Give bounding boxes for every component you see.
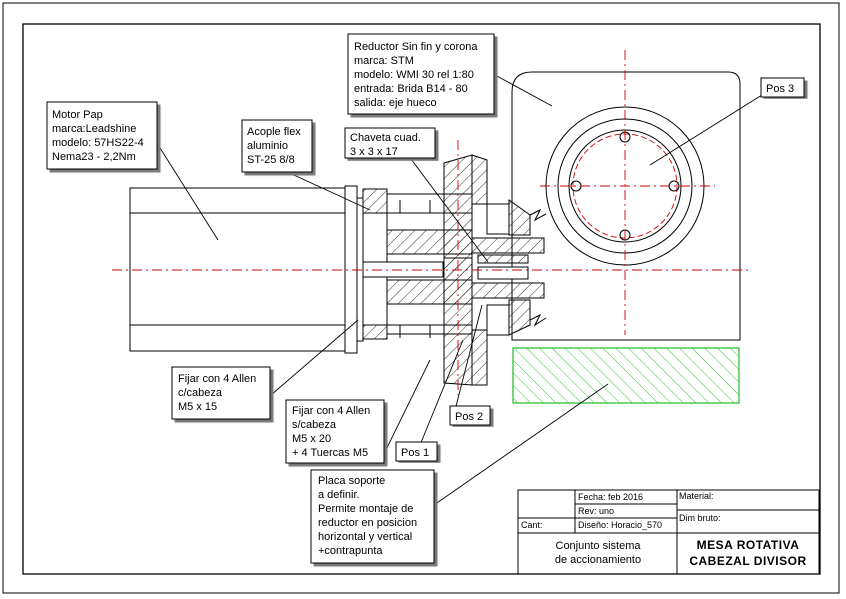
acople-line: aluminio (247, 140, 288, 152)
material-field: Material: (679, 491, 714, 501)
acople-line: ST-25 8/8 (247, 154, 295, 166)
callout-chaveta: Chaveta cuad. 3 x 3 x 17 (344, 127, 436, 159)
fijar-cabeza-line: M5 x 15 (178, 401, 217, 413)
motor-line: Nema23 - 2,2Nm (52, 151, 136, 163)
placa-line: a definir. (318, 489, 360, 501)
pos1-label: Pos 1 (401, 447, 429, 459)
dim-bruto-field: Dim bruto: (679, 513, 721, 523)
placa-line: +contrapunta (318, 545, 383, 557)
chaveta-line: Chaveta cuad. (350, 132, 421, 144)
description-line: de accionamiento (555, 554, 641, 566)
outer-frame (2, 2, 840, 594)
leader-lines (154, 74, 763, 506)
reductor-line: modelo: WMI 30 rel 1:80 (354, 69, 474, 81)
description-line: Conjunto sistema (556, 540, 642, 552)
reducer-body (511, 71, 741, 341)
diseno-field: Diseño: Horacio_570 (578, 520, 662, 530)
callout-acople: Acople flex aluminio ST-25 8/8 (241, 119, 313, 173)
chaveta-line: 3 x 3 x 17 (350, 146, 398, 158)
motor-line: Motor Pap (52, 109, 103, 121)
callout-reductor: Reductor Sin fin y corona marca: STM mod… (347, 33, 495, 115)
reductor-line: entrada: Brida B14 - 80 (354, 83, 468, 95)
fijar-cabeza-line: Fijar con 4 Allen (178, 373, 256, 385)
reductor-line: Reductor Sin fin y corona (354, 41, 478, 53)
placa-line: Permite montaje de (318, 503, 413, 515)
fijar-scabeza-line: + 4 Tuercas M5 (292, 447, 368, 459)
pos3-label: Pos 3 (766, 83, 794, 95)
fijar-scabeza-line: s/cabeza (292, 419, 337, 431)
motor-line: marca:Leadshine (52, 123, 136, 135)
callout-pos2: Pos 2 (449, 405, 491, 426)
fecha-field: Fecha: feb 2016 (578, 492, 643, 502)
placa-line: horizontal y vertical (318, 531, 412, 543)
fijar-cabeza-line: c/cabeza (178, 387, 223, 399)
title-block (517, 489, 820, 575)
motor-line: modelo: 57HS22-4 (52, 137, 144, 149)
callout-placa: Placa soporte a definir. Permite montaje… (310, 469, 435, 564)
callout-motor: Motor Pap marca:Leadshine modelo: 57HS22… (46, 101, 158, 170)
reductor-line: salida: eje hueco (354, 97, 437, 109)
stepper-motor (129, 185, 364, 354)
inner-frame (22, 23, 821, 575)
pos2-label: Pos 2 (455, 411, 483, 423)
placa-line: Placa soporte (318, 475, 385, 487)
support-plate (512, 347, 740, 404)
placa-line: reductor en posicion (318, 517, 417, 529)
fijar-scabeza-line: Fijar con 4 Allen (292, 405, 370, 417)
fijar-scabeza-line: M5 x 20 (292, 433, 331, 445)
reductor-line: marca: STM (354, 55, 414, 67)
callout-pos1: Pos 1 (395, 441, 438, 462)
centerlines (112, 50, 750, 395)
drawing-title: CABEZAL DIVISOR (689, 554, 806, 568)
callout-pos3: Pos 3 (760, 77, 805, 98)
acople-line: Acople flex (247, 126, 301, 138)
cant-field: Cant: (521, 520, 543, 530)
callout-fijar-scabeza: Fijar con 4 Allen s/cabeza M5 x 20 + 4 T… (285, 399, 385, 464)
drawing-title: MESA ROTATIVA (697, 538, 800, 552)
rev-field: Rev: uno (578, 506, 614, 516)
callout-fijar-cabeza: Fijar con 4 Allen c/cabeza M5 x 15 (171, 366, 271, 420)
